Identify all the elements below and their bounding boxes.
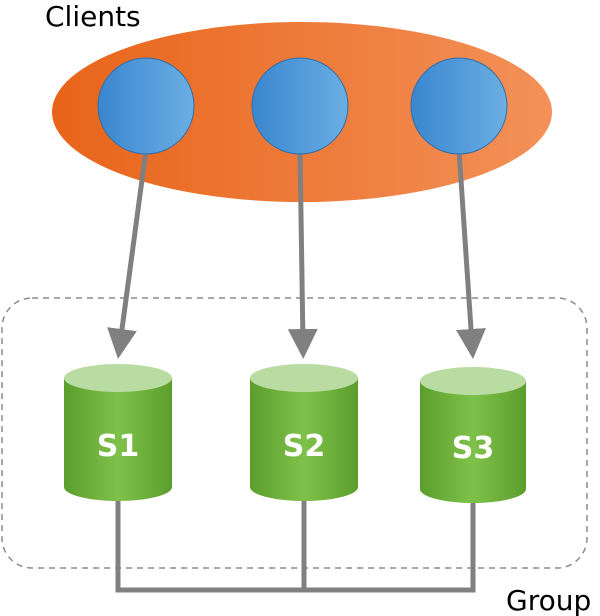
server-s2-label: S2 <box>283 429 325 464</box>
server-s1-top <box>64 364 172 392</box>
client-node-3 <box>410 57 508 155</box>
arrow-client2-s2 <box>287 149 318 359</box>
server-s3-top <box>420 367 526 395</box>
interconnect-line <box>115 495 476 593</box>
server-s1: S1 <box>64 364 172 501</box>
server-s3-body <box>420 381 526 503</box>
client-nodes <box>97 57 508 155</box>
server-s1-label: S1 <box>97 429 139 464</box>
server-s3-label: S3 <box>452 431 494 466</box>
arrow-client3-s3 <box>456 149 486 359</box>
clients-label: Clients <box>45 0 141 33</box>
arrow-client1-s1 <box>107 149 149 359</box>
server-s2-top <box>250 364 358 392</box>
server-s2: S2 <box>250 364 358 501</box>
server-s3: S3 <box>420 367 526 503</box>
group-boundary <box>1 297 588 569</box>
server-s2-body <box>250 378 358 501</box>
client-server-arrows <box>107 149 486 359</box>
server-s1-body <box>64 378 172 501</box>
server-interconnect <box>115 495 476 593</box>
client-node-1 <box>97 57 195 155</box>
group-label: Group <box>506 584 591 616</box>
client-node-2 <box>251 57 349 155</box>
